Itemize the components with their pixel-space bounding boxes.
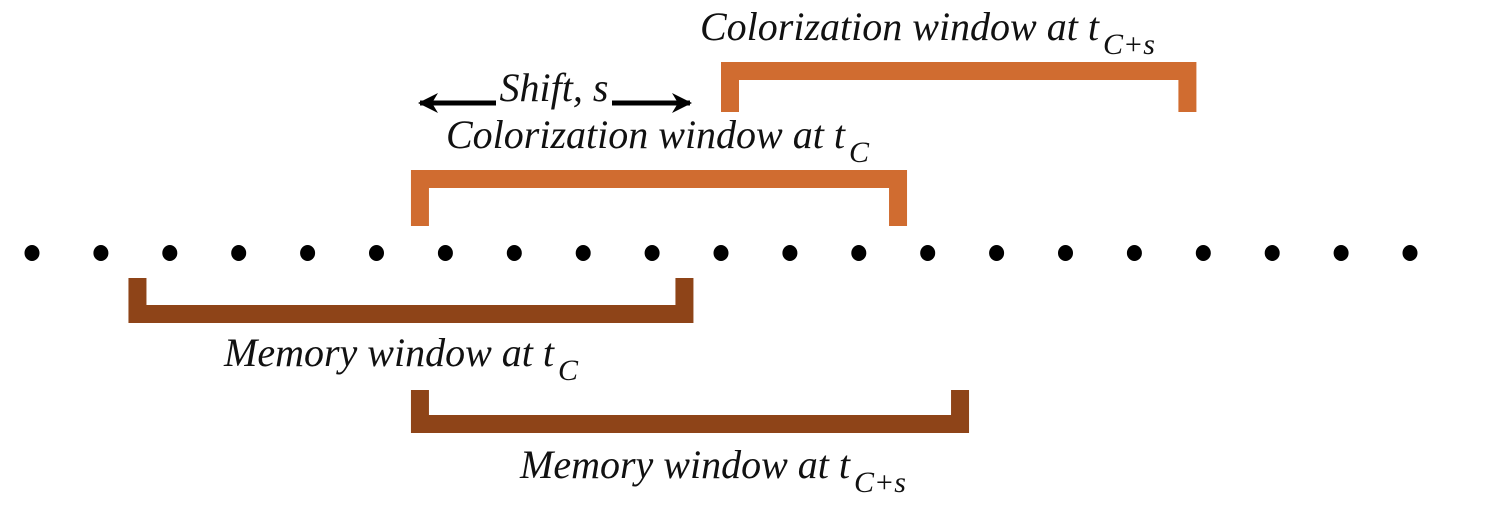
memory-window-tc-plus-s-bracket [410,390,970,433]
time-step-dot [93,245,109,261]
time-step-dot [1264,245,1280,261]
time-step-dot [437,245,453,261]
time-steps [24,245,1418,261]
time-step-dot [1402,245,1418,261]
colorization-window-tc-bracket [410,170,908,226]
time-step-dot [24,245,40,261]
time-step-dot [989,245,1005,261]
time-step-dot [506,245,522,261]
time-step-dot [920,245,936,261]
colorization-window-tc-plus-s-bracket [721,62,1197,112]
time-step-dot [1058,245,1073,261]
memory-window-tc-bracket [128,278,694,323]
time-step-dot [1195,245,1211,261]
time-step-dot [369,245,384,261]
time-step-dot [851,245,867,261]
time-step-dot [231,245,247,261]
time-step-dot [713,245,729,261]
time-step-dot [1126,245,1142,261]
time-step-dot [1333,245,1349,261]
time-step-dot [782,245,798,261]
time-step-dot [575,245,591,261]
time-step-dot [644,245,660,261]
shift-indicator: Shift, s [418,65,692,113]
window-brackets [128,62,1197,433]
time-step-dot [162,245,178,261]
shift-label: Shift, s [500,65,609,110]
time-step-dot [300,245,316,261]
